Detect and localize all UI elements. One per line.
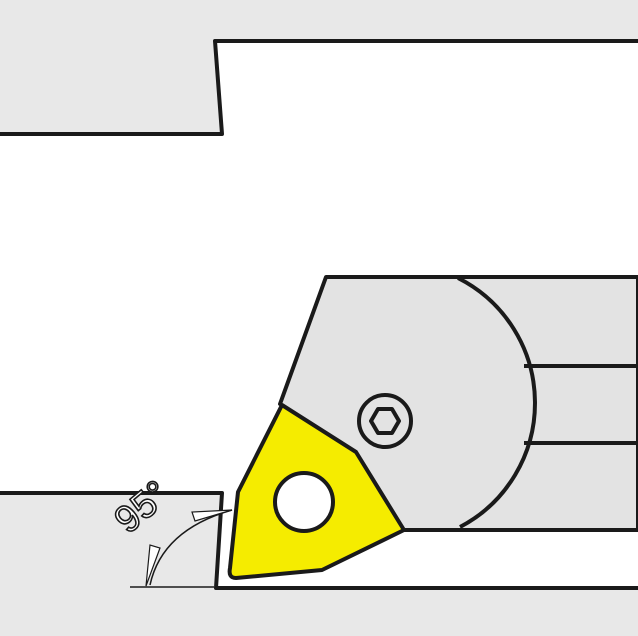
hex-socket-screw-icon (357, 393, 413, 449)
bore-bottom-wall (0, 491, 638, 590)
insert-hole-icon (273, 471, 335, 533)
holder-head-arc (457, 276, 537, 529)
arrowhead-bottom (145, 544, 161, 587)
arrowhead-top (191, 509, 233, 522)
bore-top-wall (0, 39, 638, 136)
